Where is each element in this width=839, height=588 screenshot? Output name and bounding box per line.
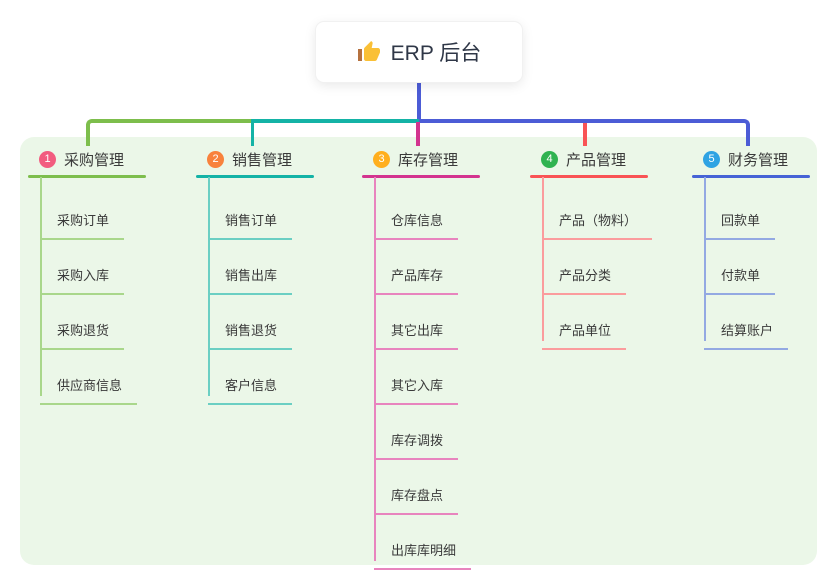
branch-product-underline xyxy=(530,175,648,178)
node-stock-transfer[interactable]: 库存调拨 xyxy=(374,415,459,460)
node-settlement-account[interactable]: 结算账户 xyxy=(704,305,789,350)
bus-segment-finance xyxy=(419,119,750,146)
node-supplier-info[interactable]: 供应商信息 xyxy=(40,360,138,405)
node-payment-bill[interactable]: 付款单 xyxy=(704,250,776,295)
bus-segment-purchase xyxy=(86,119,255,146)
node-stock-count[interactable]: 库存盘点 xyxy=(374,470,459,515)
branch-finance-header[interactable]: 5 财务管理 xyxy=(692,146,839,172)
drop-line-sales xyxy=(251,119,254,146)
node-purchase-order[interactable]: 采购订单 xyxy=(40,195,125,240)
branch-finance-vertical-line xyxy=(704,177,706,341)
badge-3: 3 xyxy=(373,150,390,168)
branch-inventory-vertical-line xyxy=(374,177,376,561)
node-purchase-return[interactable]: 采购退货 xyxy=(40,305,125,350)
branch-purchase-header[interactable]: 1 采购管理 xyxy=(28,146,183,172)
badge-1: 1 xyxy=(39,150,56,168)
root-node-erp[interactable]: ERP 后台 xyxy=(316,22,522,82)
node-sales-return[interactable]: 销售退货 xyxy=(208,305,293,350)
branch-sales-underline xyxy=(196,175,314,178)
branch-product-vertical-line xyxy=(542,177,544,341)
branch-sales-label: 销售管理 xyxy=(232,151,293,169)
branch-product-header[interactable]: 4 产品管理 xyxy=(530,146,685,172)
root-node-label: ERP 后台 xyxy=(390,42,482,65)
branch-purchase-vertical-line xyxy=(40,177,42,396)
node-purchase-inbound[interactable]: 采购入库 xyxy=(40,250,125,295)
branch-product: 4 产品管理 产品（物料） 产品分类 产品单位 xyxy=(530,146,685,350)
branches-panel xyxy=(20,137,817,565)
badge-5: 5 xyxy=(703,150,720,168)
node-product-stock[interactable]: 产品库存 xyxy=(374,250,459,295)
branch-inventory-header[interactable]: 3 库存管理 xyxy=(362,146,517,172)
branch-purchase-label: 采购管理 xyxy=(64,151,125,169)
bus-segment-sales xyxy=(253,119,421,123)
branch-sales-header[interactable]: 2 销售管理 xyxy=(196,146,351,172)
branch-sales: 2 销售管理 销售订单 销售出库 销售退货 客户信息 xyxy=(196,146,351,405)
badge-4: 4 xyxy=(541,150,558,168)
node-other-outbound[interactable]: 其它出库 xyxy=(374,305,459,350)
node-other-inbound[interactable]: 其它入库 xyxy=(374,360,459,405)
badge-2: 2 xyxy=(207,150,224,168)
branch-sales-vertical-line xyxy=(208,177,210,396)
node-receipt-bill[interactable]: 回款单 xyxy=(704,195,776,240)
node-product-category[interactable]: 产品分类 xyxy=(542,250,627,295)
node-sales-outbound[interactable]: 销售出库 xyxy=(208,250,293,295)
thumbs-up-icon xyxy=(357,41,380,61)
branch-inventory-underline xyxy=(362,175,480,178)
root-connector-line xyxy=(417,80,421,122)
branch-purchase-underline xyxy=(28,175,146,178)
drop-line-product xyxy=(583,123,587,146)
node-sales-order[interactable]: 销售订单 xyxy=(208,195,293,240)
node-warehouse-info[interactable]: 仓库信息 xyxy=(374,195,459,240)
node-customer-info[interactable]: 客户信息 xyxy=(208,360,293,405)
drop-line-inventory xyxy=(416,122,420,146)
branch-finance-underline xyxy=(692,175,810,178)
branch-purchase: 1 采购管理 采购订单 采购入库 采购退货 供应商信息 xyxy=(28,146,183,405)
node-outbound-detail[interactable]: 出库库明细 xyxy=(374,525,472,570)
branch-finance-label: 财务管理 xyxy=(728,151,789,169)
node-product-unit[interactable]: 产品单位 xyxy=(542,305,627,350)
node-product-material[interactable]: 产品（物料） xyxy=(542,195,653,240)
branch-finance: 5 财务管理 回款单 付款单 结算账户 xyxy=(692,146,839,350)
branch-product-label: 产品管理 xyxy=(566,151,627,169)
branch-inventory: 3 库存管理 仓库信息 产品库存 其它出库 其它入库 库存调拨 库存盘点 出库库… xyxy=(362,146,517,570)
branch-inventory-label: 库存管理 xyxy=(398,151,459,169)
